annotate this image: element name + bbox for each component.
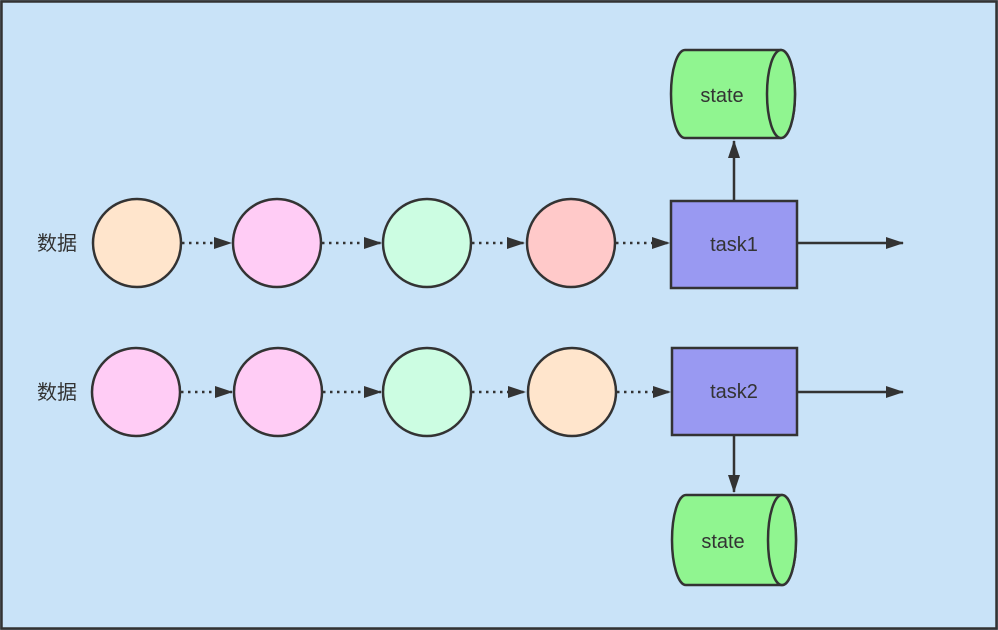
row2-circle-1 xyxy=(90,346,182,438)
row1-circle-1 xyxy=(91,197,183,289)
task2-box xyxy=(670,346,799,437)
row2-data-label: 数据 xyxy=(37,381,77,404)
task2-label: task2 xyxy=(710,381,758,403)
task2-state-label: state xyxy=(701,531,744,553)
task2-state-cylinder-cap xyxy=(766,493,798,587)
row1-circle-3 xyxy=(381,197,473,289)
row1: 数据 task1 state xyxy=(37,48,904,290)
task1-state-label: state xyxy=(700,85,743,107)
row2-circle-2 xyxy=(232,346,324,438)
task2-state-cylinder: state xyxy=(670,493,798,587)
task1-state-cylinder: state xyxy=(669,48,797,140)
row2-circle-4 xyxy=(526,346,618,438)
task1-label: task1 xyxy=(710,234,758,256)
task1-state-cylinder-cap xyxy=(765,48,797,140)
row1-circle-4 xyxy=(525,197,617,289)
row2: 数据 task2 state xyxy=(37,346,904,587)
task1-box xyxy=(669,199,799,290)
row1-circle-2 xyxy=(231,197,323,289)
row2-circle-3 xyxy=(381,346,473,438)
row1-data-label: 数据 xyxy=(37,232,77,255)
